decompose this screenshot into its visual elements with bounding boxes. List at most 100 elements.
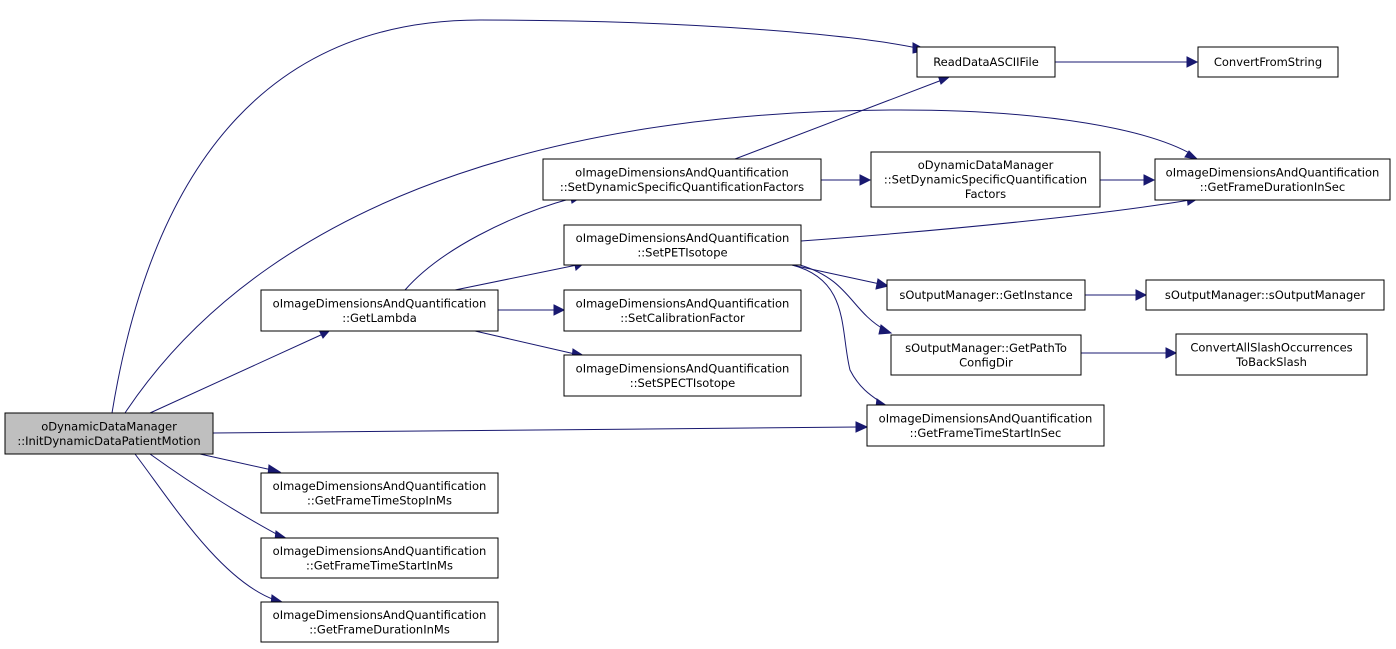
node-box bbox=[260, 601, 499, 643]
node-setPET[interactable]: oImageDimensionsAndQuantification::SetPE… bbox=[563, 224, 802, 266]
node-setCalib[interactable]: oImageDimensionsAndQuantification::SetCa… bbox=[563, 289, 802, 332]
node-box bbox=[563, 354, 802, 397]
edge-root-to-getFrameStopMs bbox=[199, 453, 282, 476]
edge-getLambda-to-setCalib bbox=[498, 304, 566, 316]
node-getFrameDurMs[interactable]: oImageDimensionsAndQuantification::GetFr… bbox=[260, 601, 499, 643]
edge-root-to-getFrameDurSec bbox=[124, 109, 1199, 414]
edge-readData-to-convertFromString bbox=[1055, 56, 1199, 68]
edge-line bbox=[454, 264, 578, 291]
node-label-line: ::SetDynamicSpecificQuantification bbox=[884, 173, 1087, 187]
node-label-line: ::SetDynamicSpecificQuantificationFactor… bbox=[560, 180, 804, 194]
node-readData[interactable]: ReadDataASCIIFile bbox=[916, 46, 1056, 78]
node-label-line: sOutputManager::GetPathTo bbox=[905, 341, 1067, 355]
node-box bbox=[563, 224, 802, 266]
node-label-line: oImageDimensionsAndQuantification bbox=[273, 479, 487, 493]
node-ddmSetDynQuant[interactable]: oDynamicDataManager::SetDynamicSpecificQ… bbox=[870, 151, 1101, 208]
node-label-line: oImageDimensionsAndQuantification bbox=[576, 231, 790, 245]
node-label-line: ::GetFrameTimeStartInSec bbox=[910, 426, 1062, 440]
edge-line bbox=[124, 109, 1194, 414]
node-label-line: ::SetCalibrationFactor bbox=[620, 311, 745, 325]
node-box bbox=[866, 404, 1105, 447]
edge-line bbox=[149, 453, 281, 537]
node-convertFromString[interactable]: ConvertFromString bbox=[1197, 46, 1339, 78]
edge-arrowhead bbox=[859, 174, 872, 186]
edge-line bbox=[404, 197, 574, 291]
edge-line bbox=[800, 199, 1191, 242]
node-setDynQuant[interactable]: oImageDimensionsAndQuantification::SetDy… bbox=[542, 158, 822, 201]
edge-setPET-to-getPathConfig bbox=[799, 264, 893, 335]
node-label-line: oImageDimensionsAndQuantification bbox=[879, 411, 1093, 425]
node-setSPECT[interactable]: oImageDimensionsAndQuantification::SetSP… bbox=[563, 354, 802, 397]
node-label-line: ::InitDynamicDataPatientMotion bbox=[17, 434, 200, 448]
node-outMgrCtor[interactable]: sOutputManager::sOutputManager bbox=[1145, 279, 1385, 311]
node-label-line: oImageDimensionsAndQuantification bbox=[273, 296, 487, 310]
node-box bbox=[542, 158, 822, 201]
edge-arrowhead bbox=[1184, 150, 1199, 160]
edge-line bbox=[199, 453, 273, 471]
node-box bbox=[1145, 279, 1385, 311]
node-getFrameStartMs[interactable]: oImageDimensionsAndQuantification::GetFr… bbox=[260, 537, 499, 579]
edge-arrowhead bbox=[553, 304, 566, 316]
node-label-line: ToBackSlash bbox=[1235, 355, 1307, 369]
node-label-line: oImageDimensionsAndQuantification bbox=[575, 165, 789, 179]
node-label-line: ::GetFrameTimeStartInMs bbox=[306, 558, 453, 572]
edge-line bbox=[474, 330, 576, 355]
edge-setPET-to-getInstance bbox=[791, 264, 890, 290]
edge-setDynQuant-to-readData bbox=[734, 74, 951, 160]
edge-line bbox=[212, 426, 859, 434]
node-box bbox=[260, 289, 499, 332]
edge-getPathConfig-to-convertSlash bbox=[1081, 347, 1178, 359]
node-label-line: ::GetFrameTimeStopInMs bbox=[307, 493, 452, 507]
edge-line bbox=[134, 453, 276, 601]
node-box bbox=[890, 334, 1082, 376]
node-box bbox=[886, 279, 1086, 311]
edge-arrowhead bbox=[855, 421, 869, 433]
node-label-line: oImageDimensionsAndQuantification bbox=[1166, 165, 1380, 179]
edge-ddmSetDynQuant-to-getFrameDurSec bbox=[1100, 174, 1156, 186]
node-box bbox=[870, 151, 1101, 208]
node-box bbox=[563, 289, 802, 332]
node-label-line: oDynamicDataManager bbox=[918, 158, 1054, 172]
node-label-line: ::SetSPECTIsotope bbox=[630, 376, 736, 390]
node-getInstance[interactable]: sOutputManager::GetInstance bbox=[886, 279, 1086, 311]
edge-setDynQuant-to-ddmSetDynQuant bbox=[821, 174, 872, 186]
node-label-line: oDynamicDataManager bbox=[41, 419, 177, 433]
node-label-line: sOutputManager::GetInstance bbox=[899, 288, 1072, 302]
node-label-line: ::GetLambda bbox=[342, 311, 417, 325]
node-box bbox=[4, 412, 214, 455]
node-label-line: oImageDimensionsAndQuantification bbox=[273, 544, 487, 558]
edge-arrowhead bbox=[878, 324, 893, 335]
node-label-line: Factors bbox=[965, 187, 1006, 201]
edge-arrowhead bbox=[1135, 289, 1148, 301]
node-box bbox=[260, 537, 499, 579]
node-root: oDynamicDataManager::InitDynamicDataPati… bbox=[4, 412, 214, 455]
node-getFrameStartSec[interactable]: oImageDimensionsAndQuantification::GetFr… bbox=[866, 404, 1105, 447]
edge-line bbox=[799, 264, 886, 331]
edge-line bbox=[791, 264, 883, 404]
edge-root-to-getFrameDurMs bbox=[134, 453, 284, 606]
edge-line bbox=[734, 79, 943, 160]
node-box bbox=[916, 46, 1056, 78]
edges-layer bbox=[111, 19, 1199, 606]
edge-root-to-getLambda bbox=[149, 329, 331, 414]
edge-getInstance-to-outMgrCtor bbox=[1085, 289, 1148, 301]
node-label-line: ConfigDir bbox=[959, 355, 1013, 369]
edge-line bbox=[111, 19, 918, 414]
edge-line bbox=[791, 264, 881, 285]
node-getFrameStopMs[interactable]: oImageDimensionsAndQuantification::GetFr… bbox=[260, 472, 499, 514]
edge-arrowhead bbox=[1186, 56, 1199, 68]
edge-arrowhead bbox=[875, 278, 890, 290]
node-label-line: ConvertAllSlashOccurrences bbox=[1190, 340, 1352, 354]
node-label-line: ::GetFrameDurationInSec bbox=[1200, 180, 1345, 194]
node-label-line: oImageDimensionsAndQuantification bbox=[576, 361, 790, 375]
node-label-line: ::SetPETIsotope bbox=[637, 245, 727, 259]
node-getLambda[interactable]: oImageDimensionsAndQuantification::GetLa… bbox=[260, 289, 499, 332]
node-getFrameDurSec[interactable]: oImageDimensionsAndQuantification::GetFr… bbox=[1154, 158, 1391, 201]
edge-arrowhead bbox=[1143, 174, 1156, 186]
node-box bbox=[260, 472, 499, 514]
node-label-line: ReadDataASCIIFile bbox=[933, 55, 1039, 69]
edge-arrowhead bbox=[1165, 347, 1178, 359]
